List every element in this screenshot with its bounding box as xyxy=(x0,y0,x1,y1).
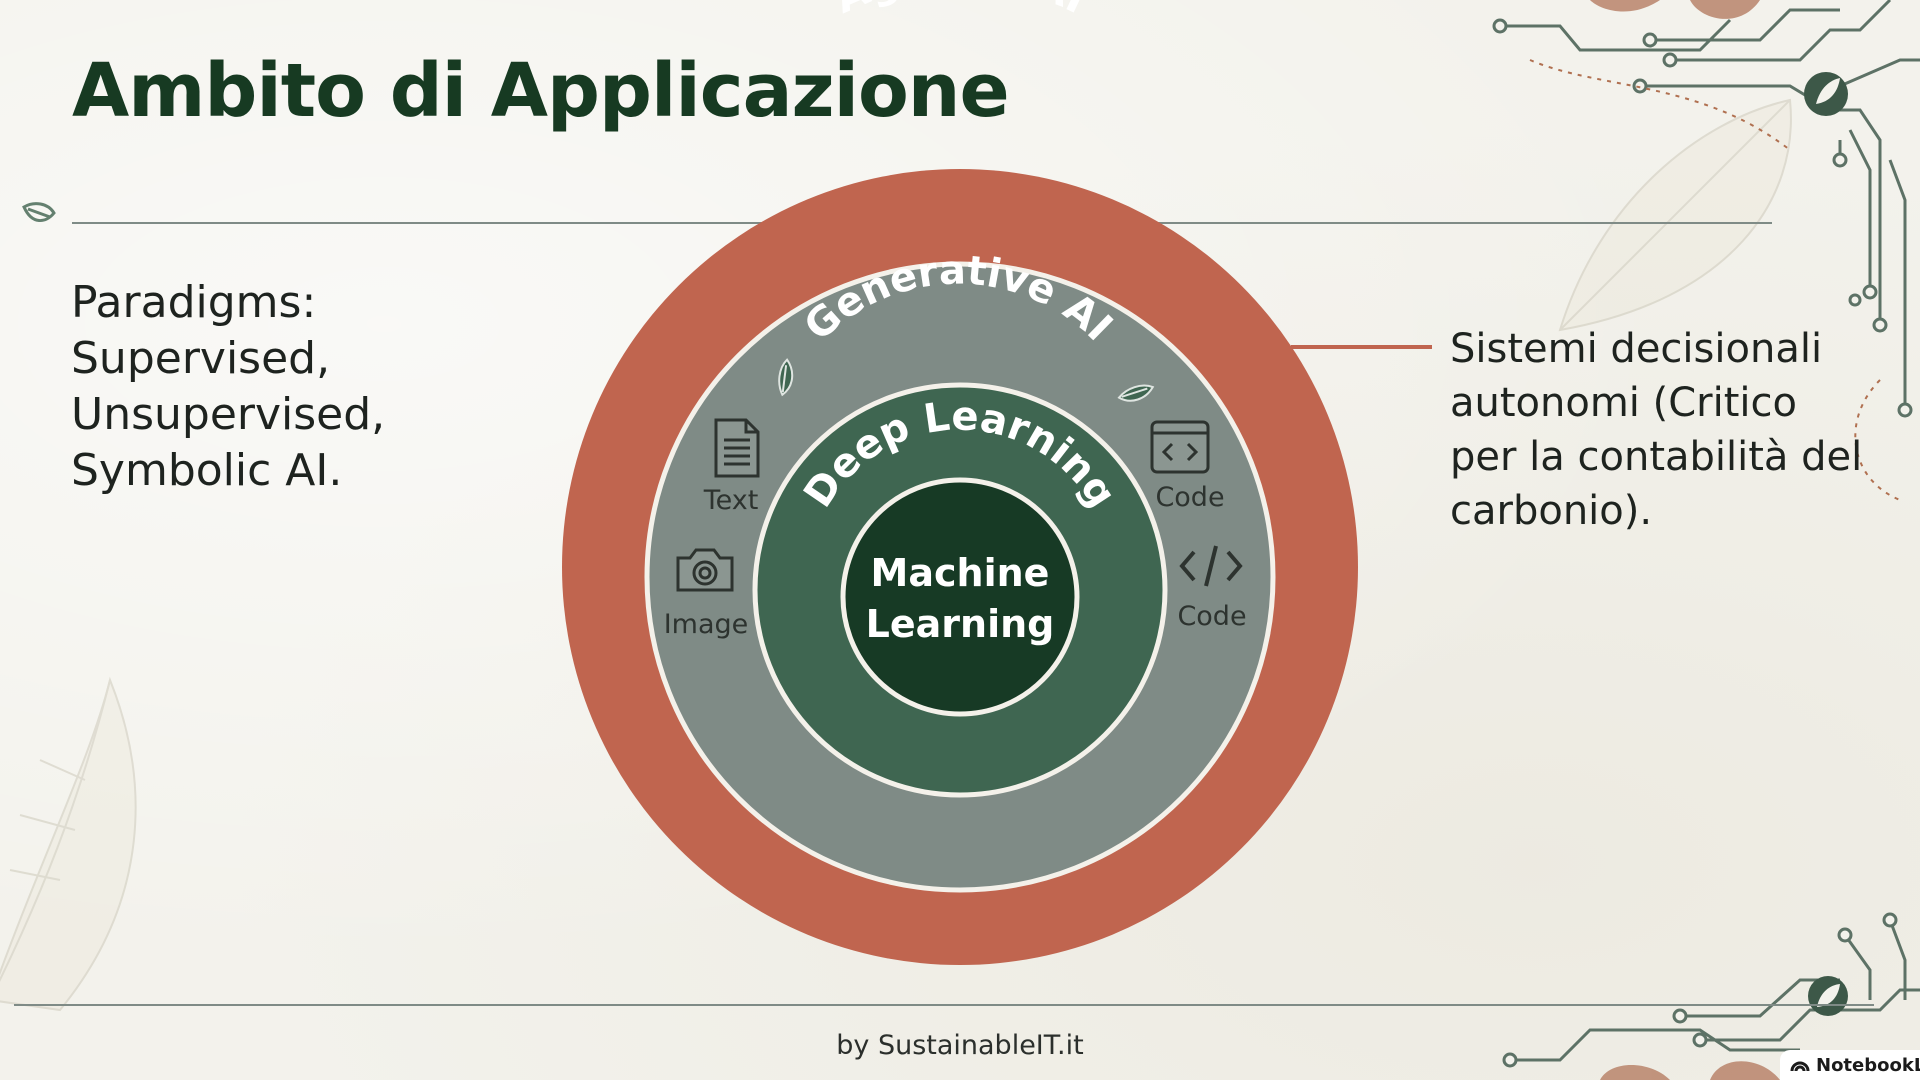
modality-label-code-2: Code xyxy=(1177,601,1246,632)
modality-label-image: Image xyxy=(664,609,749,640)
modality-label-code-1: Code xyxy=(1155,482,1224,513)
badge-label: NotebookLM xyxy=(1816,1055,1920,1076)
core-label-line-2: Learning xyxy=(866,602,1055,646)
code-window-icon xyxy=(1152,422,1208,472)
machine-learning-core xyxy=(843,480,1077,714)
document-icon xyxy=(716,420,758,476)
notebooklm-logo-icon xyxy=(1790,1058,1810,1072)
footer-credit: by SustainableIT.it xyxy=(0,1030,1920,1061)
modality-label-text: Text xyxy=(703,485,759,516)
notebooklm-badge: NotebookLM xyxy=(1780,1050,1920,1080)
agentic-ai-label: Agentic AI xyxy=(827,0,1094,23)
footer-divider xyxy=(14,1004,1874,1006)
core-label-line-1: Machine xyxy=(871,551,1050,595)
